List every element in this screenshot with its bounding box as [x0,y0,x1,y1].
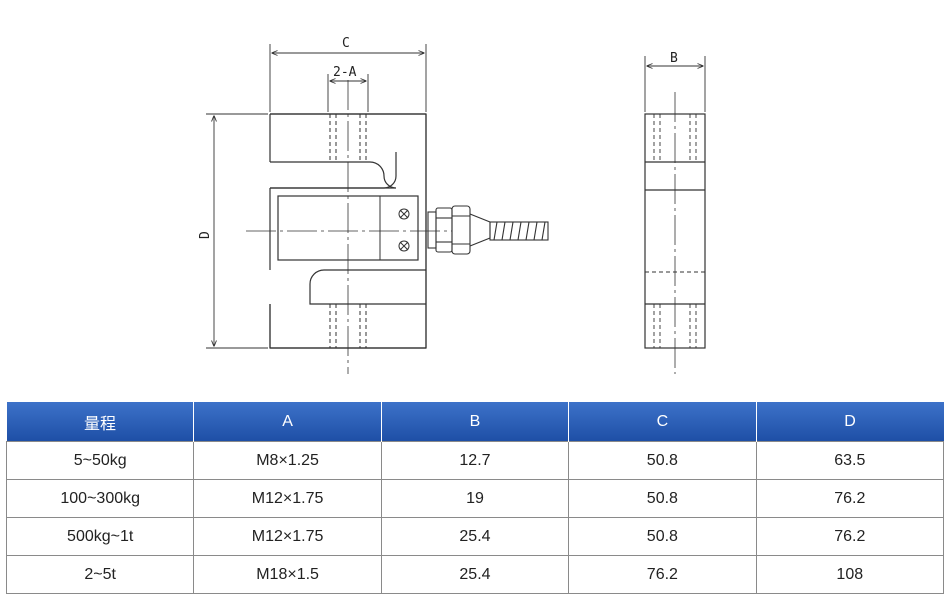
cell-a: M12×1.75 [193,479,382,518]
dim-2a [327,74,369,112]
screw-top-icon [398,208,410,220]
cell-range: 100~300kg [5,479,195,518]
load-cell-drawing: C 2-A D B [198,36,706,374]
cable-connector [427,205,549,255]
header-a: A [193,402,382,442]
centre-lines [246,80,452,374]
cell-c: 76.2 [568,555,757,594]
cell-c: 50.8 [568,517,757,556]
cell-b: 12.7 [380,441,570,480]
cover-plate [379,196,410,260]
cell-d: 76.2 [755,517,945,556]
cell-b: 25.4 [380,517,570,556]
header-d: D [755,402,944,442]
cell-range: 5~50kg [5,441,195,480]
header-range: 量程 [6,402,194,442]
header-b: B [380,402,569,442]
dim-c-label: C [342,36,350,51]
cell-d: 76.2 [755,479,945,518]
cell-a: M18×1.5 [193,555,382,594]
dim-b [644,56,706,112]
cell-a: M12×1.75 [193,517,382,556]
thread-holes [329,114,367,348]
dim-c [269,44,427,112]
cell-d: 108 [755,555,945,594]
screw-bottom-icon [398,240,410,252]
cell-c: 50.8 [568,479,757,518]
dim-b-label: B [670,51,678,66]
header-c: C [568,402,757,442]
spec-table: 量程 A B C D 5~50kg M8×1.25 12.7 50.8 63.5… [5,402,945,594]
cell-range: 500kg~1t [5,517,195,556]
table-row: 100~300kg M12×1.75 19 50.8 76.2 [5,479,945,518]
cell-b: 19 [380,479,570,518]
dim-d [206,113,268,349]
cell-a: M8×1.25 [193,441,382,480]
table-row: 2~5t M18×1.5 25.4 76.2 108 [5,555,945,594]
cell-b: 25.4 [380,555,570,594]
cell-c: 50.8 [568,441,757,480]
cell-d: 63.5 [755,441,945,480]
table-row: 500kg~1t M12×1.75 25.4 50.8 76.2 [5,517,945,556]
cell-range: 2~5t [5,555,195,594]
dim-d-label: D [198,231,213,239]
dim-2a-label: 2-A [333,65,357,80]
table-row: 5~50kg M8×1.25 12.7 50.8 63.5 [5,441,945,480]
table-header-row: 量程 A B C D [6,402,944,442]
